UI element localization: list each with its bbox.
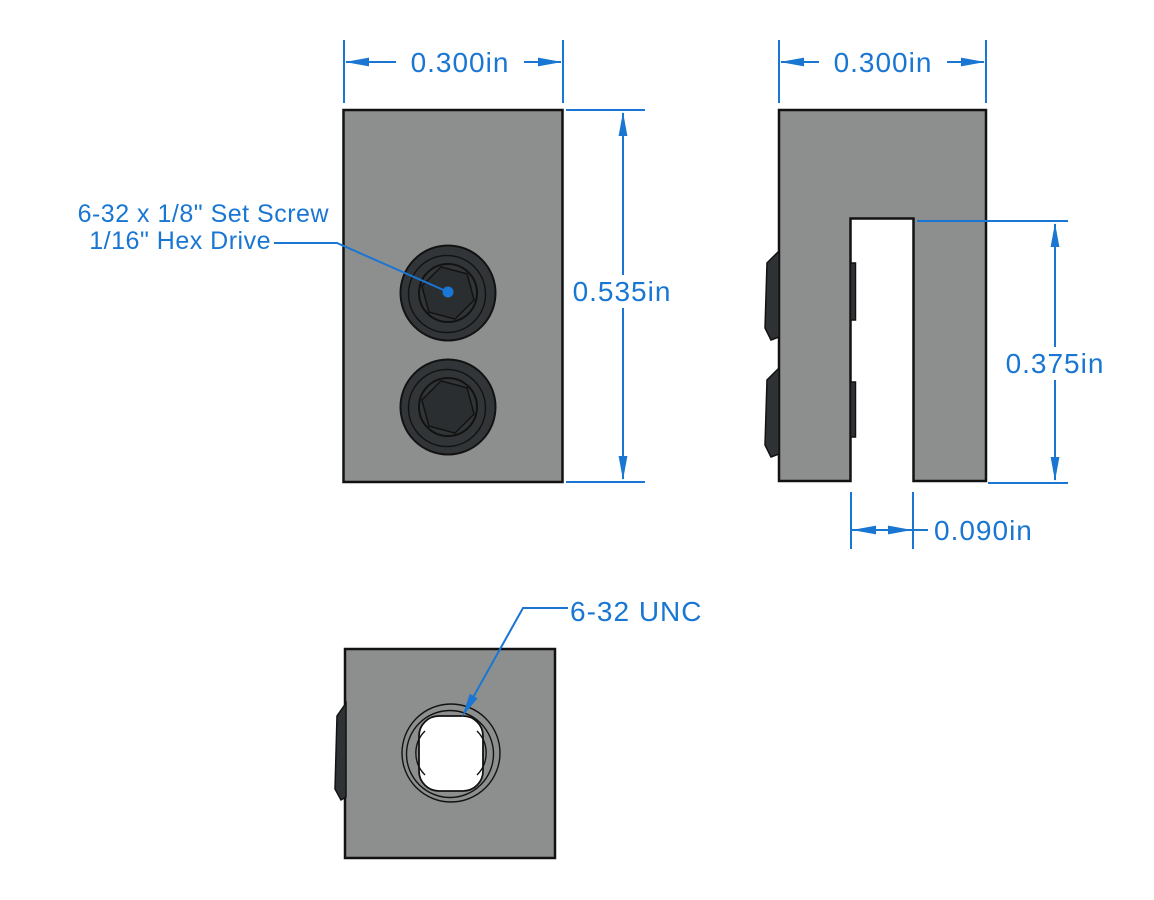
thread-callout: 6-32 UNC bbox=[462, 596, 702, 717]
thread-callout-leader bbox=[465, 607, 568, 711]
dim-slot-depth-arrow-top bbox=[1050, 223, 1060, 247]
set-screw-lower-chamfer-ring bbox=[407, 368, 487, 448]
dim-front-width-label: 0.300in bbox=[411, 47, 510, 78]
dim-front-height-arrow-bottom bbox=[618, 456, 628, 480]
dim-front-width-arrow-left bbox=[345, 57, 369, 67]
dim-slot-depth-label: 0.375in bbox=[1006, 348, 1105, 379]
dim-slot-depth-halo bbox=[996, 347, 1114, 380]
set-screw-note-line1: 6-32 x 1/8" Set Screw bbox=[78, 200, 330, 228]
side-view-slot-screw-end-upper bbox=[849, 262, 857, 321]
set-screw-note: 6-32 x 1/8" Set Screw 1/16" Hex Drive bbox=[78, 200, 454, 298]
thread-callout-arrowhead bbox=[462, 693, 478, 717]
side-view-body bbox=[777, 108, 988, 483]
dim-front-height-halo bbox=[564, 275, 682, 308]
set-screw-lower-socket-rim bbox=[418, 377, 478, 437]
side-view-slot-screw-end-lower bbox=[849, 381, 857, 438]
dim-slot-depth-arrow-bottom bbox=[1050, 457, 1060, 481]
set-screw-note-leader-dot bbox=[442, 286, 454, 298]
side-view-screw-tip-lower bbox=[764, 366, 780, 458]
dim-slot-width-arrow-right bbox=[888, 525, 912, 535]
dim-front-width: 0.300in bbox=[343, 40, 564, 103]
dim-front-width-arrow-right bbox=[538, 57, 562, 67]
dim-side-width-arrow-left bbox=[780, 57, 804, 67]
threaded-hole-chamfer-circle bbox=[405, 709, 495, 799]
dim-front-height-arrow-top bbox=[618, 112, 628, 136]
dim-front-height-label: 0.535in bbox=[573, 276, 672, 307]
threaded-hole-outer-circle bbox=[401, 703, 501, 803]
dim-slot-width-arrow-left bbox=[852, 525, 876, 535]
set-screw-upper-socket-rim bbox=[418, 263, 478, 323]
set-screw-note-leader bbox=[274, 242, 449, 293]
bottom-view-screw-tip bbox=[334, 700, 347, 802]
dim-slot-width-label: 0.090in bbox=[934, 515, 1033, 546]
dim-side-width: 0.300in bbox=[778, 40, 987, 103]
set-screw-upper-chamfer-ring bbox=[407, 254, 487, 334]
set-screw-lower bbox=[399, 358, 497, 456]
dim-front-height: 0.535in bbox=[564, 109, 682, 483]
dim-side-width-halo bbox=[819, 45, 947, 78]
side-view-screw-tip-upper bbox=[764, 249, 780, 341]
dim-slot-width: 0.090in bbox=[850, 492, 1033, 549]
dim-slot-depth: 0.375in bbox=[917, 220, 1114, 484]
bottom-view bbox=[334, 647, 557, 860]
set-screw-lower-hex-socket bbox=[421, 380, 475, 434]
set-screw-note-line2: 1/16" Hex Drive bbox=[89, 227, 271, 255]
front-view bbox=[342, 108, 564, 484]
threaded-hole-thread-arc-left bbox=[415, 730, 426, 776]
dim-front-width-halo bbox=[396, 45, 524, 78]
threaded-hole bbox=[401, 703, 501, 803]
threaded-hole-bore bbox=[418, 715, 484, 792]
thread-callout-label: 6-32 UNC bbox=[570, 596, 702, 627]
side-view bbox=[764, 108, 988, 483]
threaded-hole-thread-arc-right bbox=[476, 730, 487, 776]
dim-side-width-arrow-right bbox=[961, 57, 985, 67]
dim-side-width-label: 0.300in bbox=[834, 47, 933, 78]
